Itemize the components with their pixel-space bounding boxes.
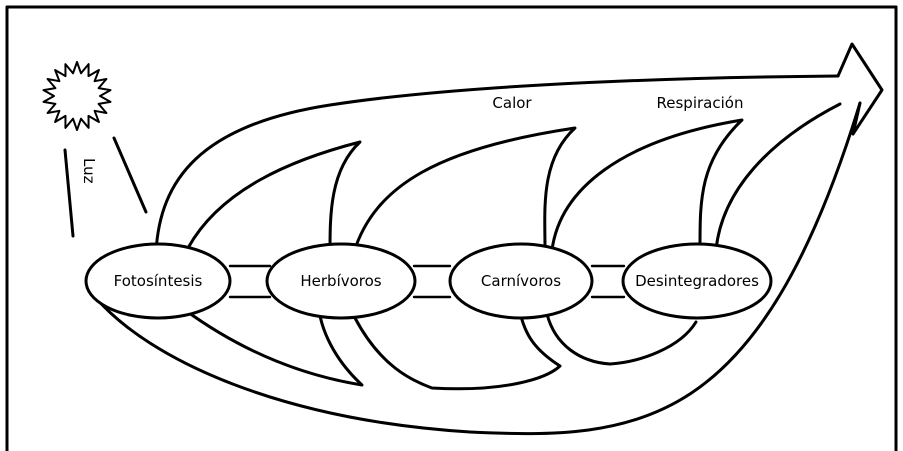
flow-shell bbox=[183, 300, 364, 387]
node-label: Carnívoros bbox=[481, 272, 561, 290]
flow-shell bbox=[352, 126, 577, 254]
respiration-label: Respiración bbox=[657, 94, 744, 112]
node-photosynthesis: Fotosíntesis bbox=[84, 242, 232, 320]
flow-shell bbox=[186, 140, 362, 254]
node-herbivores: Herbívoros bbox=[265, 242, 417, 320]
flow-shell bbox=[714, 102, 842, 252]
flow-shell bbox=[353, 310, 562, 391]
heat-label: Calor bbox=[492, 94, 532, 112]
light-label: Luz bbox=[80, 158, 98, 184]
outer-flow-bottom bbox=[94, 101, 862, 436]
node-label: Herbívoros bbox=[300, 272, 381, 290]
arrow-right-icon bbox=[836, 42, 884, 136]
light-rays bbox=[63, 136, 148, 238]
sun-icon bbox=[42, 61, 112, 131]
node-carnivores: Carnívoros bbox=[448, 242, 594, 320]
diagram-frame bbox=[5, 5, 898, 451]
flow-shell bbox=[550, 118, 744, 252]
flow-shell bbox=[545, 312, 698, 366]
node-label: Fotosíntesis bbox=[114, 272, 203, 290]
node-label: Desintegradores bbox=[635, 272, 759, 290]
chain-links bbox=[228, 264, 626, 299]
node-decomposers: Desintegradores bbox=[621, 242, 773, 320]
outer-flow-arrow bbox=[154, 74, 840, 254]
